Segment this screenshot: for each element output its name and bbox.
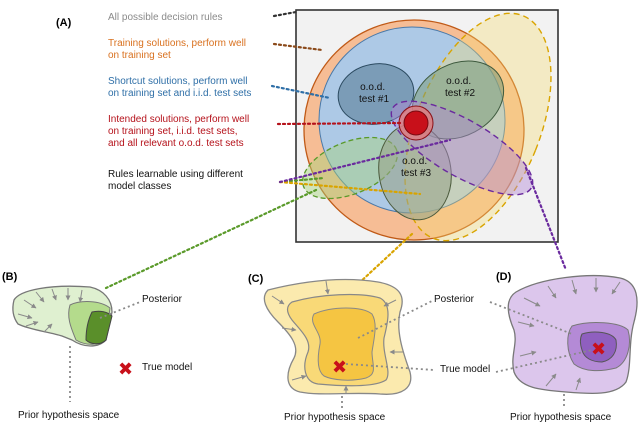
ood-test-1-region [337, 63, 415, 125]
arrow-icon [324, 280, 330, 295]
ood-line: test #2 [445, 88, 475, 99]
posterior-c-inner [312, 307, 376, 381]
arrow-icon [43, 323, 53, 333]
cross-icon: ✖ [332, 357, 347, 377]
prior-arrows-c [271, 280, 404, 394]
arrow-icon [517, 321, 535, 328]
arrow-icon [383, 299, 397, 307]
posterior-label-b: Posterior [142, 294, 183, 305]
posterior-pointer-b [99, 301, 141, 319]
cross-icon: ✖ [118, 359, 133, 379]
prior-arrows-b [17, 288, 84, 333]
connector-to-b [104, 188, 318, 290]
legend-line: Rules learnable using different [108, 169, 243, 180]
arrow-icon [271, 295, 285, 305]
arrow-icon [571, 279, 578, 295]
connector-to-c [356, 232, 414, 286]
connector-to-d [524, 166, 568, 272]
connector-training [272, 42, 324, 52]
panel-label-b: (B) [2, 271, 18, 283]
posterior-d-inner [580, 331, 617, 363]
legend-learnable: Rules learnable using different model cl… [108, 169, 246, 192]
true-model-label-b: True model [142, 362, 192, 373]
panel-connectors [104, 166, 568, 290]
ood-line: o.o.d. [446, 76, 471, 87]
arrow-icon [547, 285, 557, 299]
arrow-icon [78, 289, 84, 303]
legend-line: Training solutions, perform well [108, 38, 246, 49]
posterior-b-inner [85, 310, 113, 345]
arrow-icon [51, 288, 57, 301]
prior-label-b: Prior hypothesis space [18, 410, 120, 421]
arrow-icon [611, 281, 621, 295]
arrow-icon [23, 299, 37, 309]
legend-line: All possible decision rules [108, 12, 223, 23]
true-model-pointer-d [495, 349, 593, 373]
connector-intended [276, 121, 404, 126]
ood-line: o.o.d. [360, 82, 385, 93]
arrow-icon [291, 374, 307, 381]
arrow-icon [17, 313, 33, 320]
connector-learnable-yellow [278, 180, 422, 196]
legend-line: on training set, i.i.d. test sets, [108, 126, 238, 137]
posterior-label-c: Posterior [434, 294, 475, 305]
arrow-icon [281, 326, 297, 332]
connector-learnable-green [278, 176, 326, 184]
arrow-icon [35, 291, 45, 303]
arrow-icon [519, 350, 537, 357]
connector-shortcut [270, 84, 332, 100]
panel-label-d: (D) [496, 271, 512, 283]
ood-line: test #1 [359, 94, 389, 105]
posterior-pointer-c [357, 299, 435, 339]
legend-line: Shortcut solutions, perform well [108, 76, 248, 87]
ood-test-2-label: o.o.d. test #2 [445, 76, 475, 99]
prior-arrows-d [517, 278, 621, 391]
ood-test-1-label: o.o.d. test #1 [359, 82, 389, 105]
legend-line: on training set and i.i.d. test sets [108, 88, 251, 99]
arrow-icon [25, 321, 39, 327]
legend-training: Training solutions, perform well on trai… [108, 38, 249, 61]
ood-line: test #3 [401, 168, 431, 179]
connector-learnable-purple [278, 138, 452, 184]
prior-label-d: Prior hypothesis space [510, 412, 612, 423]
ood-test-3-label: o.o.d. test #3 [401, 156, 431, 179]
legend-line: and all relevant o.o.d. test sets [108, 138, 244, 149]
cross-icon: ✖ [591, 339, 606, 359]
ood-line: o.o.d. [402, 156, 427, 167]
panel-label-c: (C) [248, 273, 264, 285]
legend-line: Intended solutions, perform well [108, 114, 249, 125]
legend-shortcut: Shortcut solutions, perform well on trai… [108, 76, 251, 99]
legend-connectors [270, 10, 452, 196]
panel-label-a: (A) [56, 17, 72, 29]
legend-intended: Intended solutions, perform well on trai… [108, 114, 252, 149]
arrow-icon [545, 373, 557, 387]
legend-line: model classes [108, 181, 171, 192]
connector-all-rules [272, 10, 298, 18]
true-model-label-c: True model [440, 364, 490, 375]
arrow-icon [575, 377, 581, 391]
arrow-icon [523, 297, 541, 307]
prior-label-c: Prior hypothesis space [284, 412, 386, 423]
legend-line: on training set [108, 50, 171, 61]
legend: All possible decision rules Training sol… [108, 12, 252, 192]
legend-all-rules: All possible decision rules [108, 12, 223, 23]
intended-solutions-region [403, 110, 429, 136]
